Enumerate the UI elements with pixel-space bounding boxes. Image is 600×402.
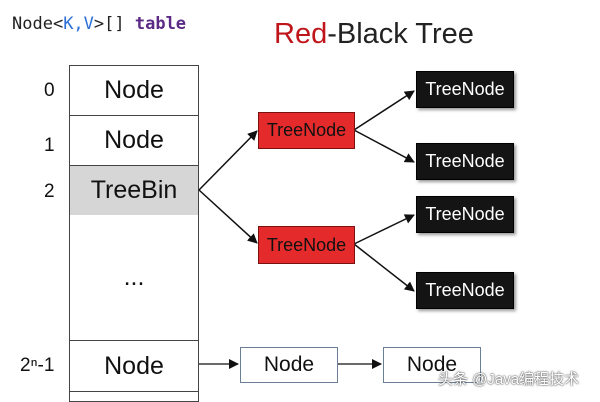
bucket-cell-0: Node (69, 65, 199, 116)
arrow-red-bottom-to-black-4 (353, 243, 415, 292)
code-keyword: table (134, 14, 187, 34)
black-treenode-1: TreeNode (416, 71, 514, 108)
red-treenode-bottom: TreeNode (258, 226, 355, 264)
black-treenode-4: TreeNode (416, 272, 514, 309)
black-treenode-3: TreeNode (416, 196, 514, 233)
list-node-1: Node (240, 347, 338, 383)
title-rest: -Black Tree (327, 18, 474, 50)
code-suffix: >[] (93, 14, 135, 34)
index-2: 2 (44, 181, 55, 202)
list-node-2: Node (383, 347, 481, 383)
bucket-cell-1: Node (69, 115, 199, 166)
index-0: 0 (44, 80, 55, 101)
arrow-treebin-to-red-top (198, 130, 258, 191)
arrow-red-top-to-black-1 (353, 90, 415, 131)
table-declaration: Node<K,V>[] table (12, 14, 186, 34)
red-treenode-top: TreeNode (258, 112, 355, 149)
bucket-cell-ellipsis: ... (69, 215, 199, 341)
arrow-treebin-to-red-bottom (198, 189, 258, 244)
diagram-title: Red-Black Tree (274, 18, 474, 51)
arrow-red-top-to-black-2 (353, 129, 415, 163)
code-prefix: Node< (12, 14, 64, 34)
title-red-word: Red (274, 18, 328, 50)
bucket-cell-last: Node (69, 340, 199, 392)
index-last: 2ⁿ-1 (20, 355, 55, 376)
bucket-cell-treebin: TreeBin (69, 165, 199, 216)
watermark: 头条 @Java编程技术 (438, 371, 580, 388)
arrow-red-bottom-to-black-3 (353, 214, 415, 245)
code-generics: K,V (63, 14, 94, 34)
black-treenode-2: TreeNode (416, 143, 514, 180)
index-1: 1 (44, 135, 55, 156)
